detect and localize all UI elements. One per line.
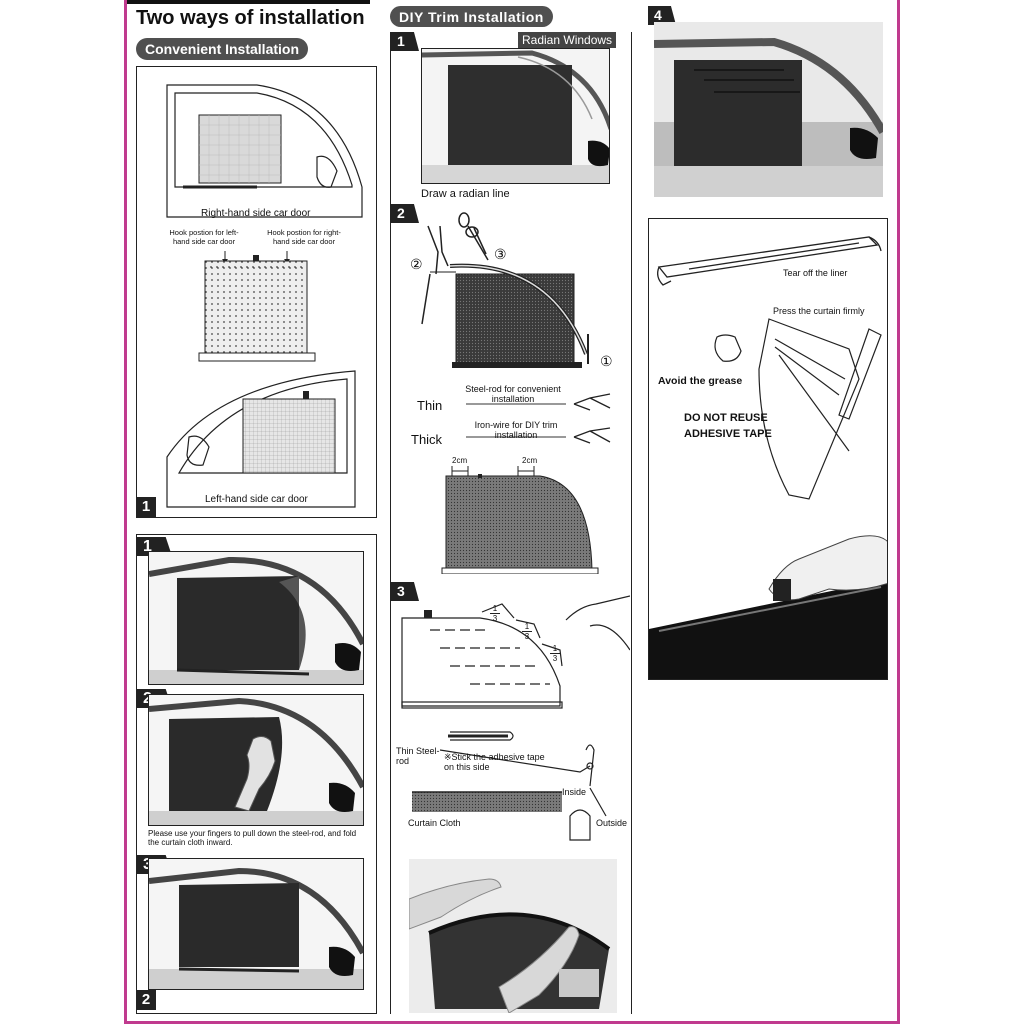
- curtain-cloth-label: Curtain Cloth: [408, 818, 461, 828]
- avoid-grease-label: Avoid the grease: [658, 375, 743, 387]
- left-door-caption: Left-hand side car door: [205, 494, 308, 505]
- diy-step-2-tag: 2: [391, 204, 419, 223]
- step-1-photo: [148, 551, 364, 685]
- diy-step-1-photo: [421, 48, 610, 184]
- stick-adhesive-note: ※Stick the adhesive tape on this side: [444, 752, 545, 772]
- step-3-photo: [148, 858, 364, 990]
- outside-label: Outside: [596, 818, 628, 828]
- step-4-panel: [648, 218, 888, 680]
- press-curtain-label: Press the curtain firmly: [773, 306, 865, 316]
- step-4-tag: 4: [648, 6, 676, 25]
- page-border-left: [124, 0, 127, 1024]
- hook-right-label: Hook postion for right-hand side car doo…: [267, 228, 341, 246]
- step-2-photo: [148, 694, 364, 826]
- convenient-panel-number: 1: [136, 497, 156, 517]
- thin-steel-rod-label: Thin Steel-rod: [396, 746, 440, 766]
- thick-label: Thick: [411, 432, 443, 447]
- thin-label: Thin: [417, 398, 443, 413]
- diy-step-2-illustration: [421, 212, 611, 574]
- inside-label: Inside: [562, 787, 587, 797]
- convenient-panel: Right-hand side car door Hook postion fo…: [136, 66, 377, 518]
- diy-step-3-illustration: [401, 595, 630, 841]
- step-4-photo: [654, 22, 883, 197]
- top-rule: [127, 0, 370, 4]
- hook-left-label: Hook postion for left-hand side car door: [169, 228, 239, 246]
- steps-instruction: Please use your fingers to pull down the…: [148, 829, 357, 847]
- dim-right-label: 2cm: [522, 456, 538, 465]
- page-title: Two ways of installation: [136, 7, 365, 29]
- convenient-installation-heading: Convenient Installation: [136, 38, 309, 60]
- page-border-bottom: [124, 1021, 900, 1024]
- right-door-caption: Right-hand side car door: [201, 208, 311, 219]
- iron-wire-label: Iron-wire for DIY trim installation: [474, 420, 558, 440]
- do-not-reuse-warning: DO NOT REUSE ADHESIVE TAPE: [684, 412, 772, 440]
- page-border-right: [897, 0, 900, 1024]
- diy-trim-heading: DIY Trim Installation: [390, 6, 553, 27]
- radian-line-caption: Draw a radian line: [421, 188, 510, 200]
- marker-3: ③: [494, 246, 507, 262]
- convenient-illustrations: [166, 84, 363, 508]
- fraction-3: 1 3: [550, 644, 560, 663]
- tear-off-label: Tear off the liner: [783, 268, 848, 278]
- steps-panel-number: 2: [136, 990, 156, 1010]
- fraction-2: 1 3: [522, 622, 532, 641]
- fraction-1: 1 3: [490, 604, 500, 623]
- diy-hands-photo: [409, 859, 617, 1013]
- diy-step-3-tag: 3: [391, 582, 419, 601]
- dim-left-label: 2cm: [452, 456, 468, 465]
- diy-step-1-tag: 1: [391, 32, 419, 51]
- radian-windows-tag: Radian Windows: [518, 32, 617, 48]
- marker-2: ②: [410, 256, 423, 272]
- marker-1: ①: [600, 353, 613, 369]
- steel-rod-label: Steel-rod for convenient installation: [465, 384, 561, 404]
